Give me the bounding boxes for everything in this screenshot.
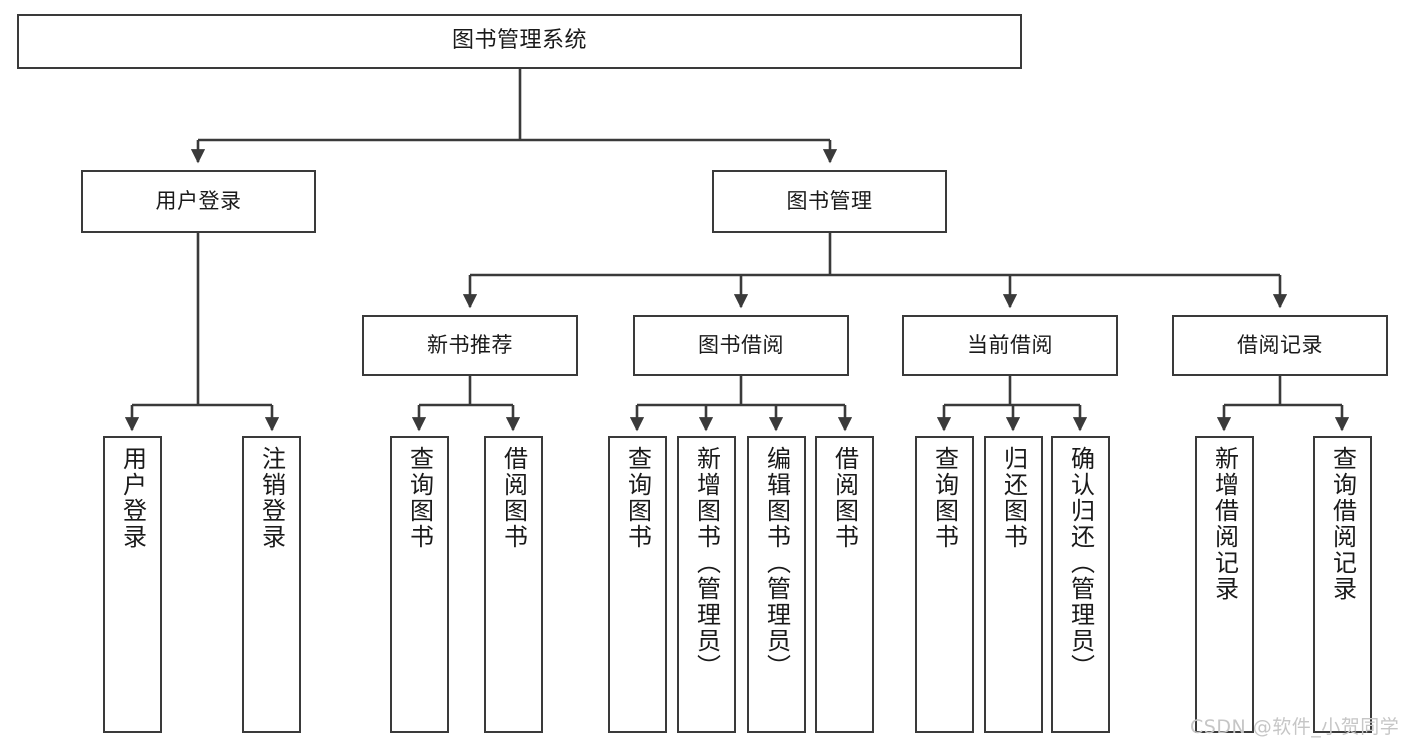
node-label: 借阅图书: [499, 446, 528, 550]
node-label: 新书推荐: [427, 332, 513, 357]
node-current-borrow[interactable]: 当前借阅: [902, 315, 1118, 376]
node-label: 查询图书: [623, 446, 652, 550]
node-borrow-record[interactable]: 借阅记录: [1172, 315, 1388, 376]
node-label: 编辑图书（管理员）: [762, 446, 791, 680]
node-label: 图书管理: [786, 188, 873, 213]
node-new-book-recommend[interactable]: 新书推荐: [362, 315, 578, 376]
leaf-add-book-admin[interactable]: 新增图书（管理员）: [677, 436, 736, 733]
node-label: 用户登录: [155, 188, 242, 213]
leaf-edit-book-admin[interactable]: 编辑图书（管理员）: [747, 436, 806, 733]
node-book-borrow[interactable]: 图书借阅: [633, 315, 849, 376]
node-label: 图书借阅: [698, 332, 784, 357]
leaf-query-borrow-record[interactable]: 查询借阅记录: [1313, 436, 1372, 733]
leaf-add-borrow-record[interactable]: 新增借阅记录: [1195, 436, 1254, 733]
node-label: 新增图书（管理员）: [692, 446, 721, 680]
leaf-logout[interactable]: 注销登录: [242, 436, 301, 733]
node-label: 当前借阅: [967, 332, 1053, 357]
leaf-return-book[interactable]: 归还图书: [984, 436, 1043, 733]
node-label: 新增借阅记录: [1210, 446, 1239, 602]
node-label: 确认归还（管理员）: [1066, 446, 1095, 680]
node-label: 借阅记录: [1237, 332, 1323, 357]
node-user-login[interactable]: 用户登录: [81, 170, 316, 233]
node-label: 查询图书: [930, 446, 959, 550]
node-book-management[interactable]: 图书管理: [712, 170, 947, 233]
leaf-user-login[interactable]: 用户登录: [103, 436, 162, 733]
node-label: 归还图书: [999, 446, 1028, 550]
leaf-confirm-return-admin[interactable]: 确认归还（管理员）: [1051, 436, 1110, 733]
node-root-system[interactable]: 图书管理系统: [17, 14, 1022, 69]
leaf-query-book-borrow[interactable]: 查询图书: [608, 436, 667, 733]
node-label: 图书管理系统: [451, 28, 587, 54]
leaf-borrow-book-recommend[interactable]: 借阅图书: [484, 436, 543, 733]
leaf-query-book-current[interactable]: 查询图书: [915, 436, 974, 733]
node-label: 查询图书: [405, 446, 434, 550]
node-label: 用户登录: [118, 446, 147, 550]
leaf-query-book-recommend[interactable]: 查询图书: [390, 436, 449, 733]
node-label: 查询借阅记录: [1328, 446, 1357, 602]
node-label: 注销登录: [257, 446, 286, 550]
leaf-borrow-book[interactable]: 借阅图书: [815, 436, 874, 733]
node-label: 借阅图书: [830, 446, 859, 550]
